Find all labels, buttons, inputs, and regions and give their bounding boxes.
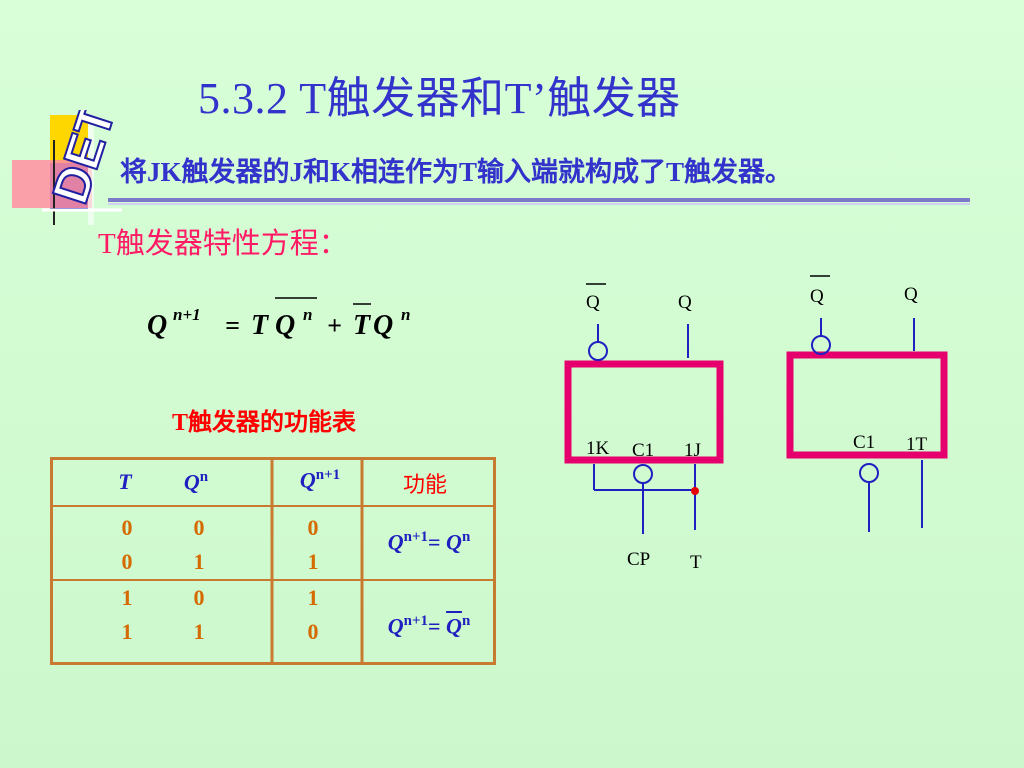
row3-qn: 0 <box>193 585 205 610</box>
jk-box <box>564 360 724 464</box>
function-hold: Qn+1= Qn <box>387 529 471 555</box>
row2-qn: 1 <box>193 549 205 574</box>
left-k-label: 1K <box>586 438 610 459</box>
subtitle: 将JK触发器的J和K相连作为T输入端就构成了T触发器。 <box>120 157 793 187</box>
left-q-bar-label: Q <box>586 292 600 313</box>
right-q-label: Q <box>904 284 918 305</box>
row1-t: 0 <box>121 515 133 540</box>
left-clock-bubble <box>633 464 653 484</box>
row2-qn1: 1 <box>307 549 319 574</box>
left-j-label: 1J <box>684 440 701 461</box>
row4-qn: 1 <box>193 619 205 644</box>
formula-eq: = <box>225 311 240 340</box>
row4-t: 1 <box>121 619 133 644</box>
header-qn: Qn <box>183 469 209 495</box>
left-cp-label: CP <box>627 549 650 570</box>
left-q-label: Q <box>678 292 692 313</box>
row1-qn1: 0 <box>307 515 319 540</box>
divider-shadow <box>108 203 970 205</box>
formula-n-b: n <box>401 305 410 324</box>
row3-qn1: 1 <box>307 585 319 610</box>
header-qn1: Qn+1 <box>299 467 341 493</box>
right-clock-bubble <box>859 463 879 483</box>
formula-q2: Q <box>275 310 295 341</box>
right-q-bar-bubble <box>811 335 831 355</box>
formula-n1: n+1 <box>173 305 201 324</box>
flip-flop-diagrams: Q Q 1K C1 1J CP T Q Q C1 1T <box>540 262 980 582</box>
right-t-label: 1T <box>906 434 928 455</box>
left-t-label: T <box>690 552 702 573</box>
row3-t: 1 <box>121 585 133 610</box>
page-title: 5.3.2 T触发器和T’触发器 <box>198 74 681 123</box>
formula-q3: Q <box>373 310 393 341</box>
header-t: T <box>118 469 132 494</box>
characteristic-equation: Q n+1 = T Q n + T Q n <box>147 292 427 352</box>
row1-qn: 0 <box>193 515 205 540</box>
left-q-bar-bubble <box>588 341 608 361</box>
row2-t: 0 <box>121 549 133 574</box>
right-c-label: C1 <box>853 432 875 453</box>
left-c-label: C1 <box>632 440 654 461</box>
formula-q: Q <box>147 310 167 341</box>
row4-qn1: 0 <box>307 619 319 644</box>
formula-n-a: n <box>303 305 312 324</box>
function-table: T Qn Qn+1 功能 0 0 0 0 1 1 1 0 1 1 1 0 Qn+… <box>50 457 496 665</box>
header-function: 功能 <box>402 472 447 497</box>
t-box <box>786 351 948 459</box>
logo-text: DET <box>42 110 126 210</box>
det-logo: DET <box>12 97 132 230</box>
formula-t2: T <box>353 310 372 341</box>
jk-to-t-flip-flop: Q Q 1K C1 1J CP T <box>564 283 724 573</box>
left-junction-dot <box>691 487 699 495</box>
divider <box>108 198 970 202</box>
table-caption: T触发器的功能表 <box>172 410 357 436</box>
function-toggle: Qn+1= Qn <box>387 613 471 639</box>
equation-heading: T触发器特性方程： <box>98 228 348 260</box>
right-q-bar-label: Q <box>810 286 824 307</box>
formula-plus: + <box>327 311 342 340</box>
t-flip-flop: Q Q C1 1T <box>786 275 948 532</box>
formula-t1: T <box>251 310 270 341</box>
